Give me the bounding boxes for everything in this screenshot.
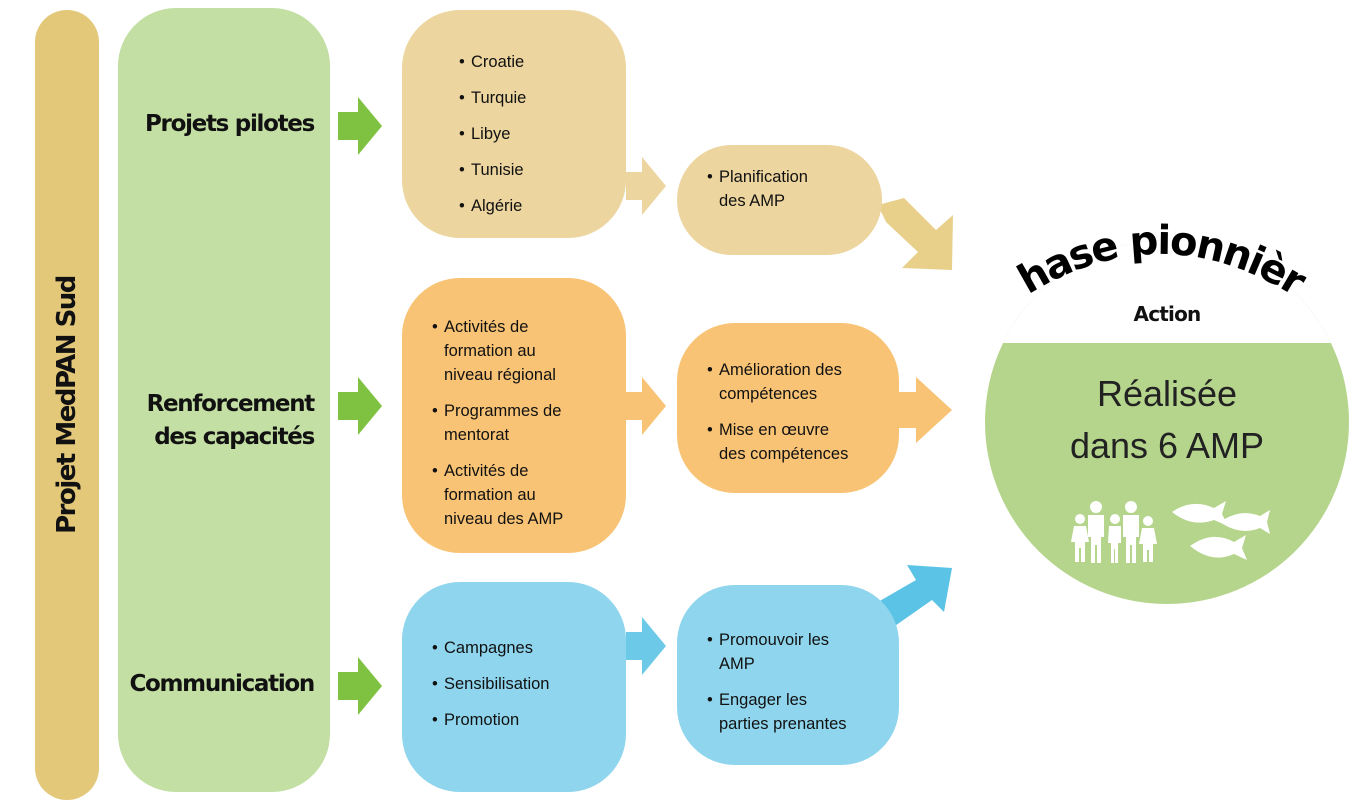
- pilot-countries-box: Croatie Turquie Libye Tunisie Algérie: [402, 10, 626, 238]
- fish-icon: [1172, 501, 1270, 560]
- list-item: Turquie: [459, 80, 626, 116]
- list-item: Algérie: [459, 188, 626, 224]
- list-item: Promotion: [432, 702, 626, 738]
- list-item: Tunisie: [459, 152, 626, 188]
- list-item: Activités de formation au niveau régiona…: [432, 315, 626, 387]
- training-activities-box: Activités de formation au niveau régiona…: [402, 278, 626, 553]
- planning-box: Planification des AMP: [677, 145, 882, 255]
- action-label: Action: [1133, 302, 1202, 326]
- list-item: Libye: [459, 116, 626, 152]
- phase-title: Phase pionnière: [1010, 200, 1310, 306]
- blue-arrow-1: [626, 617, 666, 675]
- row-label-projets-pilotes: Projets pilotes: [145, 111, 315, 137]
- tan-arrow-2: [878, 198, 953, 270]
- promotion-box: Promouvoir les AMP Engager les parties p…: [677, 585, 899, 765]
- list-item: Campagnes: [432, 630, 626, 666]
- list-item: Planification des AMP: [707, 165, 882, 213]
- list-item: Programmes de mentorat: [432, 399, 626, 447]
- blue-arrow-2: [878, 565, 952, 628]
- svg-text:Phase pionnière: Phase pionnière: [1010, 200, 1310, 306]
- list-item: Sensibilisation: [432, 666, 626, 702]
- communication-activities-box: Campagnes Sensibilisation Promotion: [402, 582, 626, 792]
- skills-box: Amélioration des compétences Mise en œuv…: [677, 323, 899, 493]
- row-label-renforcement: Renforcement des capacités: [146, 391, 316, 450]
- list-item: Amélioration des compétences: [707, 358, 899, 406]
- green-arrow-1: [338, 97, 382, 155]
- action-band: [985, 240, 1349, 343]
- orange-arrow-1: [626, 377, 666, 435]
- category-column: [118, 8, 330, 792]
- green-arrow-3: [338, 657, 382, 715]
- list-item: Activités de formation au niveau des AMP: [432, 459, 626, 531]
- result-circle: [985, 240, 1349, 604]
- row-label-communication: Communication: [129, 671, 315, 697]
- result-text: Réalisée dans 6 AMP: [1069, 373, 1265, 466]
- list-item: Engager les parties prenantes: [707, 688, 899, 736]
- green-arrow-2: [338, 377, 382, 435]
- list-item: Promouvoir les AMP: [707, 628, 899, 676]
- tan-arrow-1: [626, 157, 666, 215]
- title-bar: [35, 10, 99, 800]
- list-item: Croatie: [459, 44, 626, 80]
- list-item: Mise en œuvre des compétences: [707, 418, 899, 466]
- people-icon: [1071, 501, 1157, 563]
